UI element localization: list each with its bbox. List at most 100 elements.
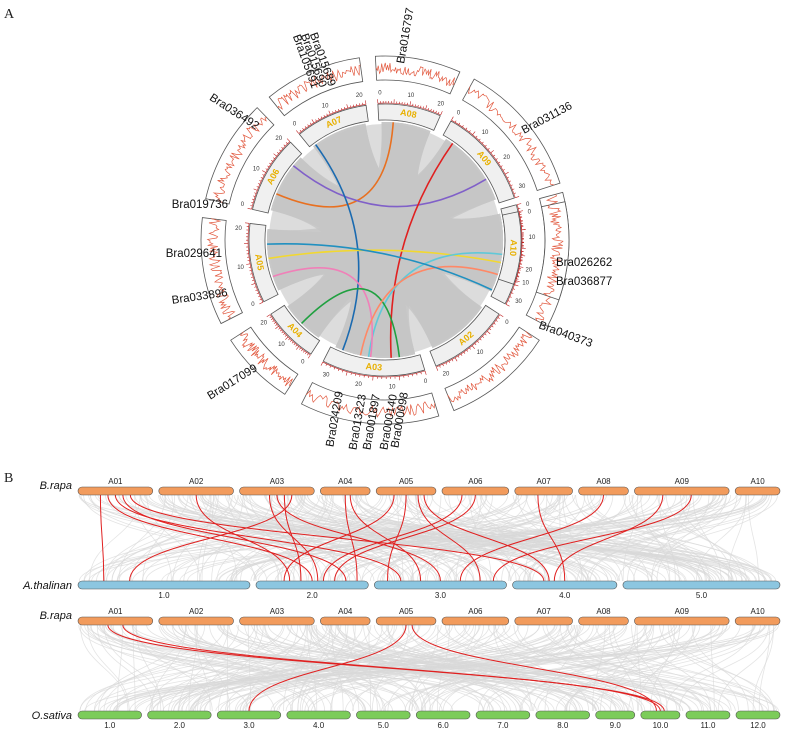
tick-mark (262, 170, 266, 173)
tick-label: 10 (477, 350, 484, 356)
gray-synteny-link (161, 494, 577, 582)
gray-synteny-link (234, 624, 437, 712)
tick-mark (279, 329, 282, 332)
gray-synteny-link (286, 494, 591, 582)
tick-mark (299, 347, 301, 350)
tick-mark (420, 372, 422, 375)
gray-synteny-link (87, 624, 130, 712)
gray-synteny-link (156, 624, 292, 712)
tick-mark (251, 201, 254, 204)
tick-mark (301, 349, 303, 352)
gray-synteny-link (249, 624, 507, 712)
chromosome-segment-a10 (497, 211, 522, 285)
tick-mark (285, 142, 288, 144)
tick-mark (465, 127, 468, 130)
gray-synteny-link (177, 494, 578, 582)
tick-mark (499, 314, 504, 318)
gray-synteny-link (226, 494, 691, 582)
tick-label: 20 (443, 371, 450, 377)
tick-mark (303, 350, 305, 353)
gray-synteny-link (79, 624, 129, 712)
tick-label: 20 (260, 321, 267, 327)
tick-mark (325, 363, 328, 366)
tick-axis (247, 223, 264, 303)
tick-mark (493, 322, 496, 325)
tick-label: 0 (301, 359, 305, 365)
tick-mark (469, 130, 471, 133)
gray-synteny-link (151, 624, 186, 712)
gray-synteny-link (211, 494, 244, 582)
gray-synteny-link (161, 494, 767, 582)
chromosome-bar-3-5 (415, 710, 471, 720)
chromosome-bar-3-9 (640, 710, 681, 720)
tick-mark (495, 158, 498, 160)
chromosome-bar-2-8 (634, 616, 730, 626)
gray-synteny-link (162, 624, 731, 712)
gray-synteny-link (103, 624, 164, 712)
tick-label: 10 (237, 265, 244, 271)
tick-mark (365, 100, 367, 105)
tick-mark (515, 281, 518, 283)
tick-mark (487, 331, 491, 335)
tick-mark (266, 314, 271, 318)
red-synteny-link (122, 624, 661, 712)
tick-axis (269, 314, 311, 356)
gray-synteny-link (171, 494, 256, 582)
gray-synteny-link (307, 624, 653, 712)
gray-synteny-link (116, 624, 123, 712)
tick-label: 0 (505, 320, 509, 326)
chromosome-bar-0-0 (77, 486, 154, 496)
tick-mark (259, 301, 264, 305)
chromosome-bar-label: A03 (270, 477, 285, 486)
gene-pair-link (292, 165, 487, 208)
gray-synteny-link (85, 624, 256, 712)
tick-mark (272, 320, 275, 322)
tick-mark (424, 370, 427, 375)
density-track-a07 (268, 57, 364, 117)
chromosome-segment-a07 (298, 104, 369, 148)
gray-synteny-link (311, 624, 517, 712)
gray-synteny-link (84, 624, 393, 712)
tick-mark (504, 171, 509, 175)
chromosome-bar-label: 7.0 (497, 721, 509, 730)
tick-mark (516, 278, 519, 280)
gray-synteny-link (631, 494, 680, 582)
density-line (206, 218, 236, 321)
tick-axis (298, 104, 366, 134)
tick-label: 20 (355, 382, 362, 388)
chromosome-bar-label: 4.0 (313, 721, 325, 730)
tick-mark (337, 368, 340, 371)
gray-synteny-link (527, 494, 778, 582)
gene-pair-link (300, 287, 401, 358)
density-line (212, 117, 267, 203)
density-line (467, 86, 555, 186)
red-synteny-link (537, 494, 566, 582)
gene-label-bra040373: Bra040373 (537, 320, 594, 351)
tick-mark (320, 361, 324, 366)
tick-mark (442, 364, 444, 367)
chromosome-bar-label: A01 (108, 477, 123, 486)
red-synteny-link (283, 494, 302, 582)
tick-mark (409, 101, 411, 106)
gray-synteny-link (118, 494, 166, 582)
tick-mark (311, 119, 315, 124)
gray-synteny-link (405, 494, 653, 582)
density-track-a03 (300, 382, 440, 425)
tick-mark (435, 110, 437, 113)
density-line (375, 62, 456, 86)
tick-mark (514, 284, 519, 287)
density-line (305, 389, 436, 418)
chromosome-bar-3-0 (77, 710, 142, 720)
gray-synteny-link (192, 624, 556, 712)
gray-synteny-link (178, 624, 451, 712)
tick-mark (256, 292, 259, 295)
circos-outer-track (200, 55, 570, 425)
tick-label: 0 (251, 302, 255, 308)
red-synteny-link (129, 494, 293, 582)
tick-label: 0 (526, 202, 530, 208)
chromosome-bar-3-2 (216, 710, 282, 720)
gray-synteny-link (106, 494, 215, 582)
chromosome-bar-label: A10 (750, 607, 765, 616)
chromosome-bar-2-7 (578, 616, 629, 626)
red-synteny-link (114, 494, 402, 582)
